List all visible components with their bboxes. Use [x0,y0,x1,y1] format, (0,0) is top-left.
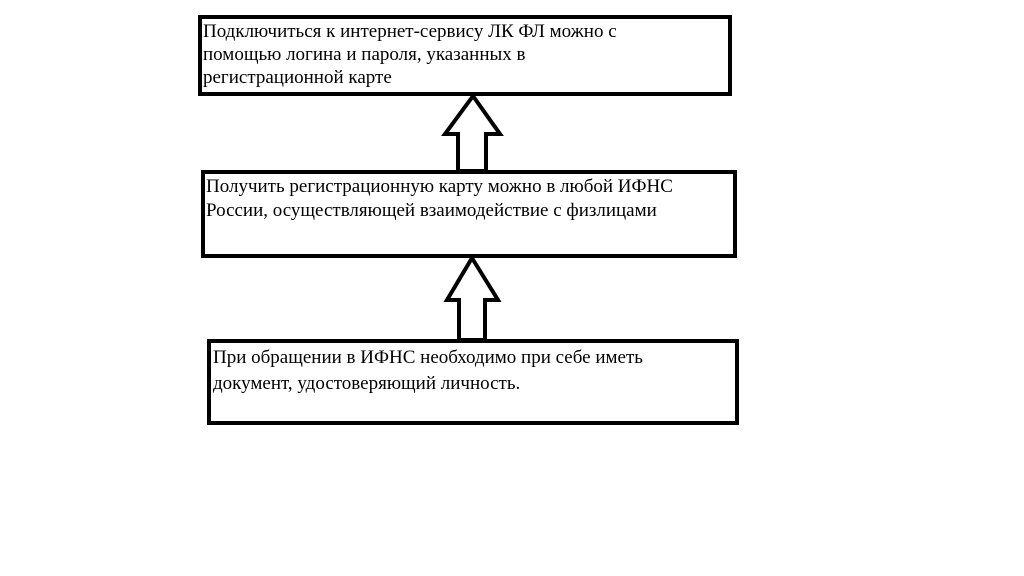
arrow-up-bottom-to-middle [443,254,502,342]
flow-box-top: Подключиться к интернет-сервису ЛК ФЛ мо… [198,15,732,96]
flow-box-middle: Получить регистрационную карту можно в л… [201,170,737,258]
arrow-up-middle-to-top [441,92,504,173]
flow-box-bottom: При обращении в ИФНС необходимо при себе… [207,339,739,425]
flow-box-top-text: Подключиться к интернет-сервису ЛК ФЛ мо… [203,21,617,88]
flow-box-bottom-text: При обращении в ИФНС необходимо при себе… [213,347,643,394]
flow-box-middle-text: Получить регистрационную карту можно в л… [206,176,673,221]
